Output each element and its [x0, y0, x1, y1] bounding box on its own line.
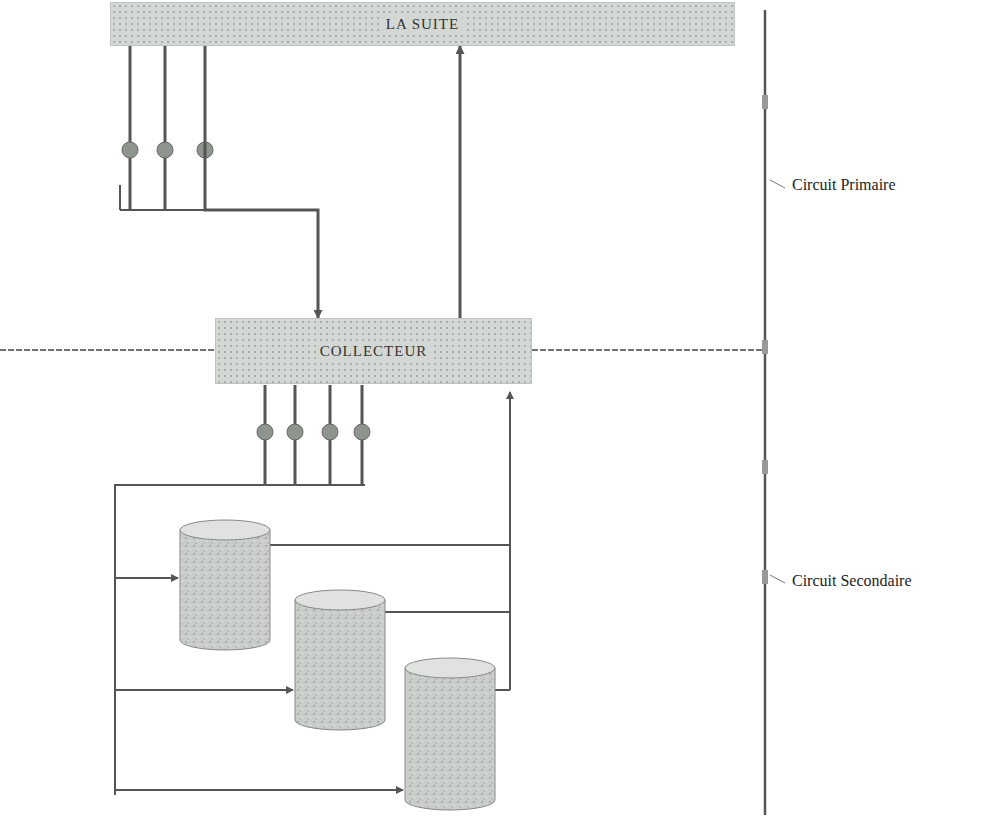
node-label: COLLECTEUR — [316, 343, 432, 360]
collector-box: COLLECTEUR — [215, 318, 532, 384]
building-band: LA SUITE — [110, 2, 735, 46]
circuit-label: Circuit Secondaire — [790, 572, 914, 590]
pipe-connector — [205, 46, 318, 318]
circuit-label: Circuit Primaire — [790, 176, 898, 194]
node-label: LA SUITE — [382, 16, 463, 33]
pipe-connector — [459, 46, 462, 318]
